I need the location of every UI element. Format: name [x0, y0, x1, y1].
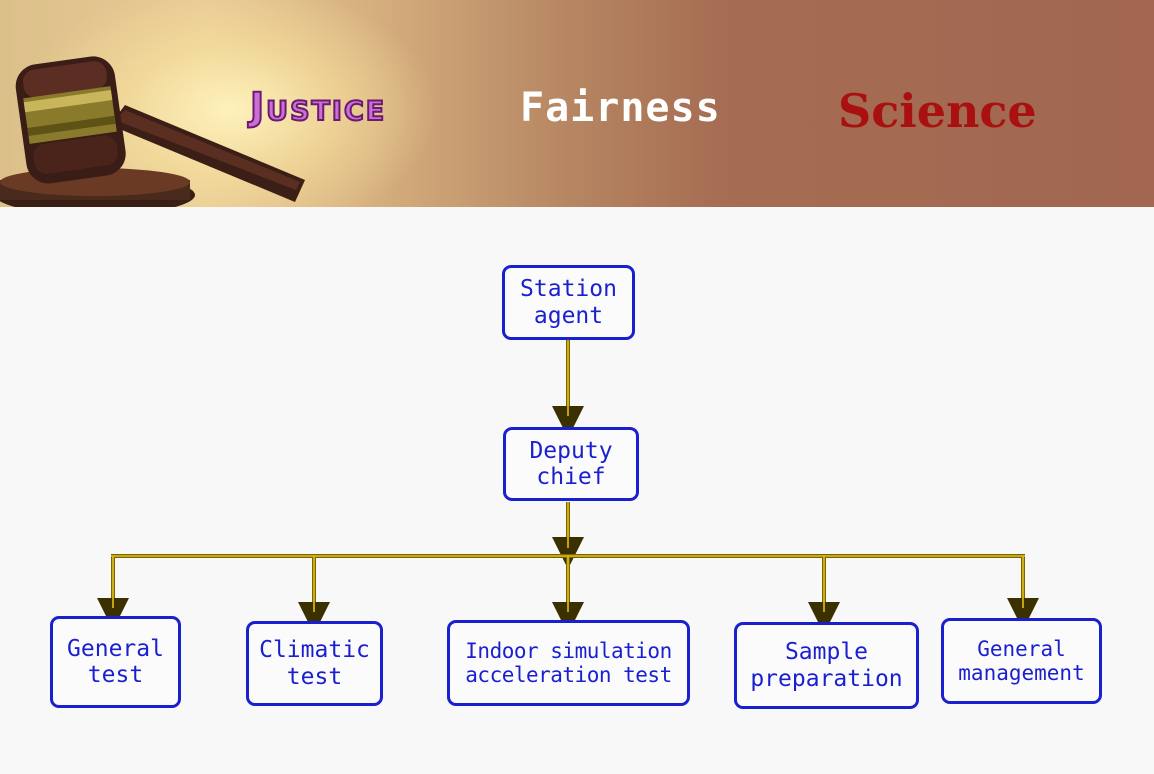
- node-label-line2: agent: [533, 302, 604, 329]
- node-label-line2: acceleration test: [465, 663, 672, 687]
- node-label-line1: Deputy: [529, 437, 613, 464]
- banner-word-science: Science: [838, 84, 1037, 138]
- header-banner: Justice Fairness Science: [0, 0, 1154, 207]
- node-label-line1: General: [67, 635, 164, 662]
- node-label-line1: Sample: [784, 639, 869, 666]
- banner-word-fairness: Fairness: [520, 85, 721, 131]
- node-label-line2: test: [87, 662, 144, 688]
- node-label-line2: test: [286, 663, 343, 690]
- node-label-line2: chief: [536, 464, 606, 490]
- gavel-icon: [0, 56, 305, 207]
- node-label-line1: Indoor simulation: [465, 638, 672, 663]
- banner-word-justice: Justice: [249, 85, 387, 129]
- node-label-line2: preparation: [750, 665, 903, 692]
- node-label-line1: Station: [520, 276, 617, 303]
- node-label-line2: management: [958, 661, 1085, 685]
- node-label-line1: Climatic: [259, 637, 370, 664]
- node-label-line1: General: [977, 636, 1066, 661]
